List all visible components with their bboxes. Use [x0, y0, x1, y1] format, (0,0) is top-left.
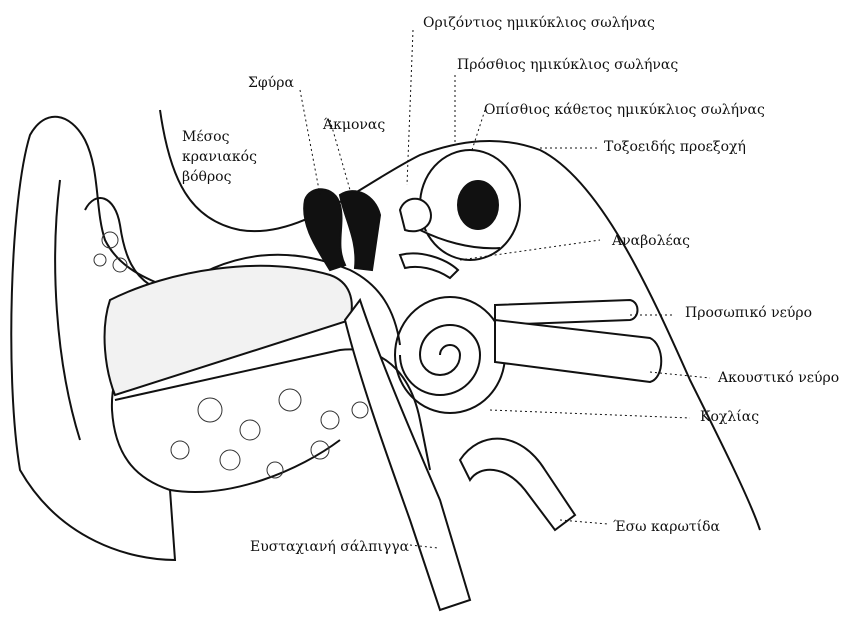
semicircular-canals [400, 150, 520, 260]
label-facial-nerve: Προσωπικό νεύρο [685, 306, 812, 320]
label-arcuate-eminence: Τοξοειδής προεξοχή [604, 140, 746, 154]
label-anterior-canal: Πρόσθιος ημικύκλιος σωλήνας [457, 58, 678, 72]
label-middle-cranial-fossa-1: Μέσος [182, 130, 229, 144]
label-malleus: Σφύρα [248, 76, 294, 90]
label-stapes: Αναβολέας [612, 234, 690, 248]
label-acoustic-nerve: Ακουστικό νεύρο [718, 371, 839, 385]
label-eustachian-tube: Ευσταχιανή σάλπιγγα [250, 540, 409, 554]
nerves [495, 300, 661, 382]
cochlea-shape [395, 297, 505, 413]
label-horizontal-canal: Οριζόντιος ημικύκλιος σωλήνας [423, 16, 655, 30]
label-middle-cranial-fossa-3: βόθρος [182, 170, 231, 184]
label-cochlea: Κοχλίας [700, 410, 759, 424]
label-middle-cranial-fossa-2: κρανιακός [182, 150, 257, 164]
label-incus: Άκμονας [323, 118, 385, 132]
label-internal-carotid: Έσω καρωτίδα [613, 520, 720, 534]
label-posterior-canal: Οπίσθιος κάθετος ημικύκλιος σωλήνας [484, 103, 765, 117]
